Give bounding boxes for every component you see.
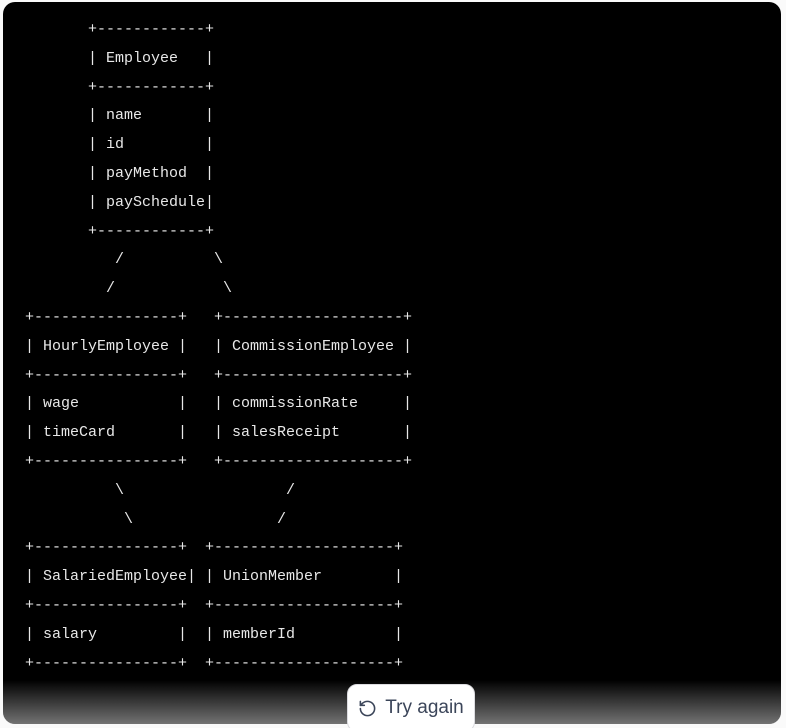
terminal-output-panel: +------------+ | Employee | +-----------… (3, 2, 781, 724)
try-again-label: Try again (385, 697, 464, 718)
try-again-button[interactable]: Try again (347, 684, 475, 728)
ascii-uml-class-diagram: +------------+ | Employee | +-----------… (25, 21, 413, 672)
refresh-icon (358, 699, 377, 718)
